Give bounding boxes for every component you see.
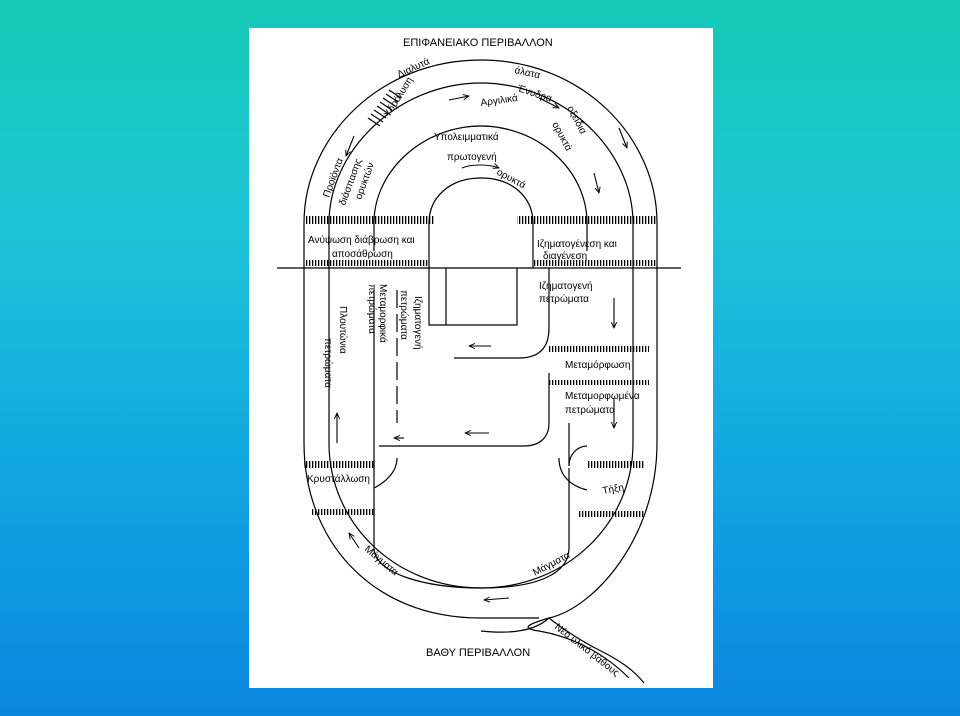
label-minerals-inner: ορυκτά [495,166,528,191]
hatch-metamorphism-2 [549,380,649,385]
label-clay: Αργιλικά [480,92,519,109]
label-plutonic-rocks: πετρώματα [322,338,334,388]
diagram-panel: ΕΠΙΦΑΝΕΙΑΚΟ ΠΕΡΙΒΑΛΛΟΝ ΒΑΘΥ ΠΕΡΙΒΑΛΛΟΝ [249,28,713,688]
rock-cycle-diagram: ΕΠΙΦΑΝΕΙΑΚΟ ΠΕΡΙΒΑΛΛΟΝ ΒΑΘΥ ΠΕΡΙΒΑΛΛΟΝ [277,37,681,684]
label-plutonic: Πλουτώνια [337,306,349,354]
central-arch [428,177,534,268]
sediment-to-metamorphic-path [454,268,550,359]
middle-loop [328,82,634,589]
hatch-melting-2 [579,511,645,517]
label-sedimentary-vertical: Ιζηματογενή [412,296,424,350]
hatch-band-right-mid [533,260,657,266]
flow-arrows [337,96,627,600]
label-primary: πρωτογενή [447,151,497,163]
label-sedimentation: Ιζηματογένεση και [537,238,617,250]
label-metamorphic: Μεταμορφικά [377,284,389,343]
hatch-band-left-top [304,216,434,224]
label-magmas-left: Μάγματα [362,543,401,578]
deep-environment-title: ΒΑΘΥ ΠΕΡΙΒΑΛΛΟΝ [426,647,530,659]
label-metamorphic-rocks-2: πετρώματα [398,290,410,340]
label-hydrolysis: Υδρόλυση [381,75,415,120]
sedimentary-box [428,268,518,326]
label-new-deep-material: Νέο υλικό βάθους [552,621,622,679]
hatch-crystallization [304,461,374,468]
label-weathering: αποσάθρωση [332,248,393,260]
hydrolysis-hatch [367,89,402,127]
label-melting: Τήξη [601,481,624,497]
label-metamorphosed: Μεταμορφωμένα [565,390,640,402]
label-diagenesis: διαγένεση [543,250,587,262]
label-metamorphosed-rocks: πετρώματα [565,404,615,416]
hatch-band-right-top [517,216,657,224]
hatch-band-left-mid [304,260,429,266]
hatch-melting [587,461,645,468]
label-salts: άλατα [513,64,541,81]
label-metamorphic-rocks: πετρώματα [366,284,378,334]
deep-material-path [548,617,645,684]
label-dissolved: Διαλυτά [395,55,432,81]
label-hydrated: Ένυδρα [515,83,553,105]
label-sedimentary-right: Ιζηματογενή [539,280,593,292]
label-minerals-right: ορυκτά [549,120,574,153]
hatch-crystallization-2 [312,509,374,515]
surface-environment-title: ΕΠΙΦΑΝΕΙΑΚΟ ΠΕΡΙΒΑΛΛΟΝ [403,37,553,49]
label-crystallization: Κρυστάλλωση [307,473,370,485]
label-metamorphism: Μεταμόρφωση [565,359,630,371]
label-oxides: οξείδια [564,104,589,137]
label-residual: Υπολειμματικά [434,131,499,143]
inner-loop [373,125,588,224]
outer-loop [303,59,658,679]
hatch-metamorphism [549,346,649,352]
label-uplift: Ανύψωση διάβρωση και [308,234,415,246]
label-rocks-right: πετρώματα [539,293,589,305]
